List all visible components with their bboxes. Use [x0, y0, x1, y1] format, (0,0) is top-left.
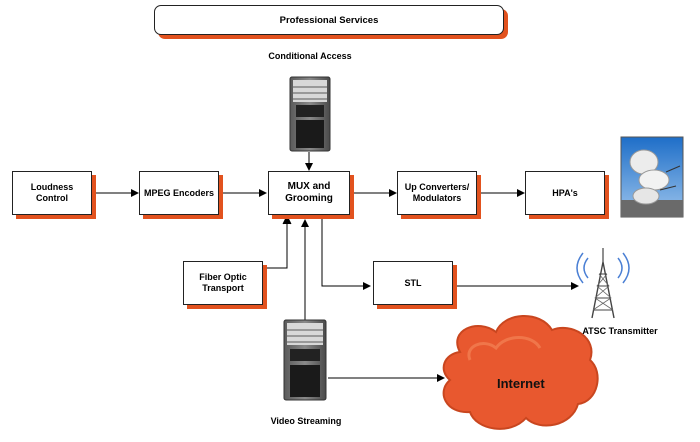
server-icon: [283, 319, 327, 401]
internet-cloud-icon: [442, 315, 599, 430]
loudness-control-box[interactable]: Loudness Control: [12, 171, 92, 215]
loudness-control-label: Loudness Control: [30, 182, 74, 203]
conditional-access-label: Conditional Access: [268, 51, 352, 61]
stl-box[interactable]: STL: [373, 261, 453, 305]
fiber-optic-transport-label: Fiber Optic Transport: [199, 272, 247, 293]
hpa-label: HPA's: [552, 187, 578, 198]
mpeg-encoders-box[interactable]: MPEG Encoders: [139, 171, 219, 215]
hpa-box[interactable]: HPA's: [525, 171, 605, 215]
professional-services-box[interactable]: Professional Services: [154, 5, 504, 35]
mux-grooming-label: MUX and Grooming: [285, 181, 333, 204]
up-converters-label: Up Converters/ Modulators: [404, 182, 470, 203]
video-streaming-label: Video Streaming: [270, 416, 342, 426]
satellite-dish-photo: [620, 136, 684, 218]
atsc-transmitter-label: ATSC Transmitter: [582, 326, 658, 336]
transmitter-tower-icon: [576, 248, 630, 319]
mux-grooming-box[interactable]: MUX and Grooming: [268, 171, 350, 215]
server-icon: [289, 76, 331, 152]
stl-label: STL: [404, 277, 422, 288]
mpeg-encoders-label: MPEG Encoders: [143, 187, 215, 198]
internet-label: Internet: [497, 376, 545, 391]
arrow-mux-to-stl: [321, 218, 371, 290]
fiber-optic-transport-box[interactable]: Fiber Optic Transport: [183, 261, 263, 305]
professional-services-label: Professional Services: [279, 14, 379, 26]
arrow-fiber-to-mux: [264, 218, 288, 269]
connectors: [94, 152, 579, 382]
up-converters-box[interactable]: Up Converters/ Modulators: [397, 171, 477, 215]
